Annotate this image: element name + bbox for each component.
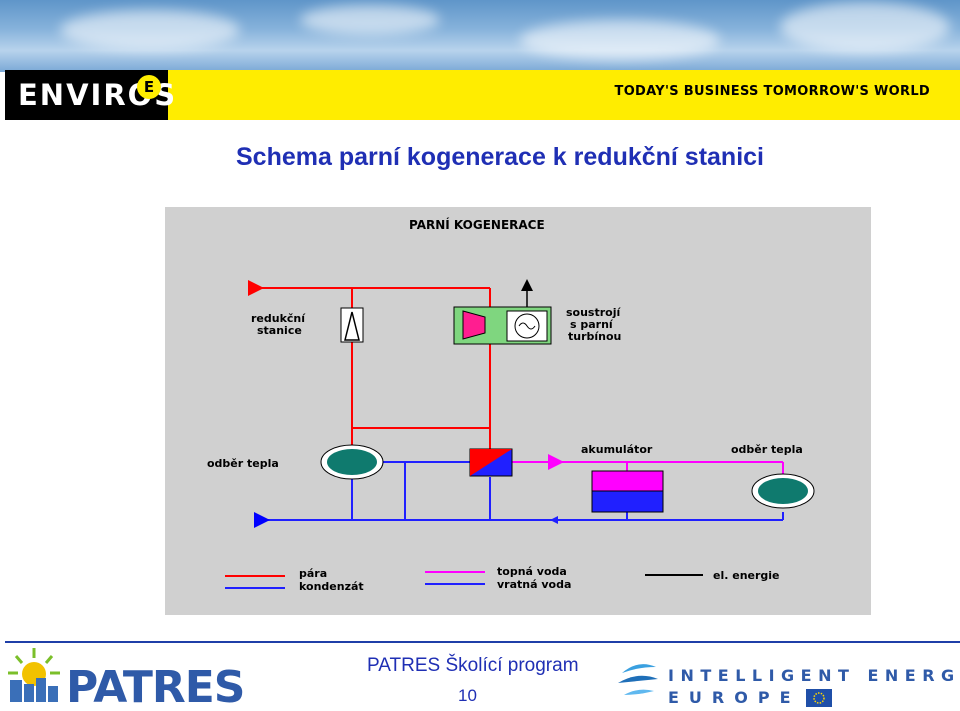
accumulator-icon	[591, 470, 664, 513]
label-turbine-3: turbínou	[568, 330, 621, 343]
enviros-logo-mark: E	[137, 75, 161, 99]
heat-exchanger-icon	[469, 448, 513, 477]
turbine-set	[453, 279, 552, 345]
legend-electricity: el. energie	[713, 569, 780, 582]
legend-condensate: kondenzát	[299, 580, 364, 593]
ie-swirl-icon	[618, 664, 658, 695]
return-lines	[254, 461, 784, 528]
label-turbine-1: soustrojí	[566, 306, 621, 319]
slide-title: Schema parní kogenerace k redukční stani…	[236, 143, 765, 171]
reduction-valve-icon	[340, 307, 364, 343]
label-accumulator: akumulátor	[581, 443, 653, 456]
footer-program-title: PATRES Školící program	[367, 655, 579, 676]
heat-consumer-left-icon	[320, 444, 384, 480]
legend-return-water: vratná voda	[497, 578, 571, 591]
heat-consumer-right-icon	[751, 473, 815, 509]
label-turbine-2: s parní	[570, 318, 614, 331]
svg-text:INTELLIGENT ENERGY: INTELLIGENT ENERGY	[668, 666, 960, 685]
legend-steam: pára	[299, 567, 327, 580]
label-reduction-station-2: stanice	[257, 324, 302, 337]
header-tagline: TODAY'S BUSINESS TOMORROW'S WORLD	[614, 84, 930, 99]
label-heat-consumer-left: odběr tepla	[207, 457, 279, 470]
footer-divider	[5, 641, 960, 643]
diagram-legend: pára kondenzát topná voda vratná voda el…	[225, 565, 780, 593]
sky-banner-background	[0, 0, 960, 72]
legend-hot-water: topná voda	[497, 565, 567, 578]
intelligent-energy-europe-logo: INTELLIGENT ENERGY EUROPE	[618, 664, 960, 707]
diagram-heading: PARNÍ KOGENERACE	[409, 217, 545, 232]
label-reduction-station-1: redukční	[251, 312, 306, 325]
svg-text:EUROPE: EUROPE	[668, 688, 801, 707]
sun-icon	[8, 648, 60, 702]
page-number: 10	[458, 686, 477, 705]
svg-text:PATRES: PATRES	[66, 662, 245, 708]
patres-logo: PATRES	[8, 648, 246, 708]
label-heat-consumer-right: odběr tepla	[731, 443, 803, 456]
eu-flag-icon	[806, 689, 832, 707]
cogeneration-diagram: PARNÍ KOGENERACE redukční stanice soustr…	[165, 207, 871, 615]
